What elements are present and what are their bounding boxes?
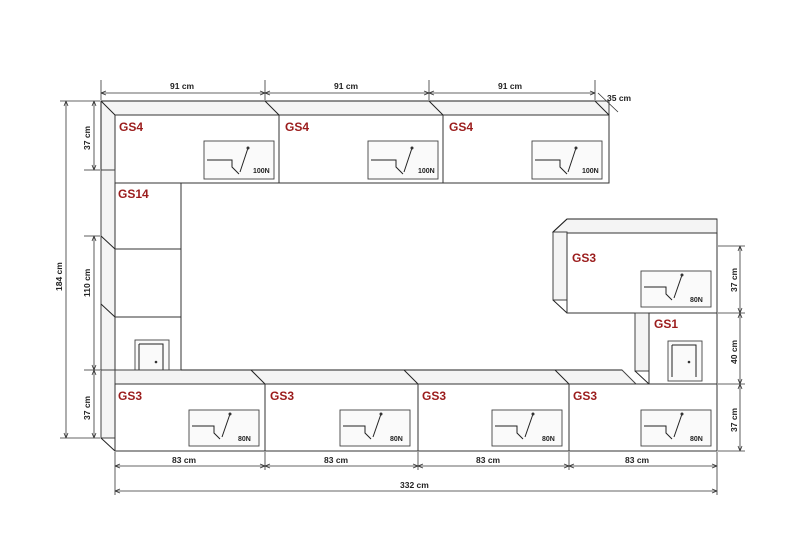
lift-hinge-icon: 100N: [203, 140, 275, 180]
top-cabinets: GS4 GS4 GS4 100N 100N 100N: [100, 100, 610, 184]
column-cabinet: GS14: [100, 169, 182, 384]
left-middle-height: 110 cm: [82, 268, 92, 297]
right-small-cabinet-label: GS1: [654, 317, 678, 331]
lift-hinge-icon: 80N: [491, 409, 563, 447]
bottom-width-dimensions: 83 cm 83 cm 83 cm 83 cm 332 cm: [114, 452, 718, 495]
lift-hinge-icon: 100N: [367, 140, 439, 180]
lift-hinge-icon: 80N: [339, 409, 411, 447]
right-bottom-height: 37 cm: [729, 407, 739, 432]
door-hinge-icon: [667, 340, 703, 382]
bottom-width-4: 83 cm: [625, 455, 650, 465]
top-width-dimensions: 91 cm 91 cm 91 cm 35 cm: [100, 80, 632, 113]
bottom-cabinet-1-load: 80N: [238, 436, 251, 443]
bottom-width-3: 83 cm: [476, 455, 501, 465]
right-wall-cabinet-load: 80N: [690, 297, 703, 304]
left-total-height: 184 cm: [54, 262, 64, 291]
left-height-dimensions: 184 cm 37 cm 110 cm 37 cm: [54, 100, 100, 439]
left-bottom-height: 37 cm: [82, 395, 92, 420]
left-top-height: 37 cm: [82, 125, 92, 150]
bottom-cabinets: GS3 GS3 GS3 GS3 80N 80N 80N: [99, 369, 718, 452]
column-section-top: [114, 182, 182, 250]
right-middle-height: 40 cm: [729, 339, 739, 364]
top-depth: 35 cm: [607, 93, 632, 103]
right-height-dimensions: 37 cm 40 cm 37 cm: [718, 245, 745, 452]
bottom-cabinet-2-load: 80N: [390, 436, 403, 443]
bottom-cabinet-3-load: 80N: [542, 436, 555, 443]
right-wall-cabinet: GS3 80N: [551, 218, 718, 314]
top-cabinet-2-label: GS4: [285, 120, 309, 134]
right-wall-cabinet-label: GS3: [572, 251, 596, 265]
top-cabinet-3-load: 100N: [582, 168, 599, 175]
total-width: 332 cm: [400, 480, 429, 490]
top-cabinet-1-label: GS4: [119, 120, 143, 134]
top-width-2: 91 cm: [334, 81, 359, 91]
top-width-3: 91 cm: [498, 81, 523, 91]
lift-hinge-icon: 100N: [531, 140, 603, 180]
bottom-cabinet-2-label: GS3: [270, 389, 294, 403]
right-small-cabinet: GS1: [634, 312, 718, 385]
bottom-cabinet-4-load: 80N: [690, 436, 703, 443]
top-cabinet-2-load: 100N: [418, 168, 435, 175]
top-cabinet-1-load: 100N: [253, 168, 270, 175]
right-top-height: 37 cm: [729, 267, 739, 292]
lift-hinge-icon: 80N: [188, 409, 260, 447]
bottom-cabinet-4-label: GS3: [573, 389, 597, 403]
top-width-1: 91 cm: [170, 81, 195, 91]
column-label: GS14: [118, 187, 149, 201]
bottom-width-2: 83 cm: [324, 455, 349, 465]
top-cabinet-3-label: GS4: [449, 120, 473, 134]
lift-hinge-icon: 80N: [640, 270, 712, 308]
bottom-cabinet-3-label: GS3: [422, 389, 446, 403]
bottom-width-1: 83 cm: [172, 455, 197, 465]
column-section-middle: [114, 248, 182, 318]
lift-hinge-icon: 80N: [640, 409, 712, 447]
bottom-cabinet-1-label: GS3: [118, 389, 142, 403]
